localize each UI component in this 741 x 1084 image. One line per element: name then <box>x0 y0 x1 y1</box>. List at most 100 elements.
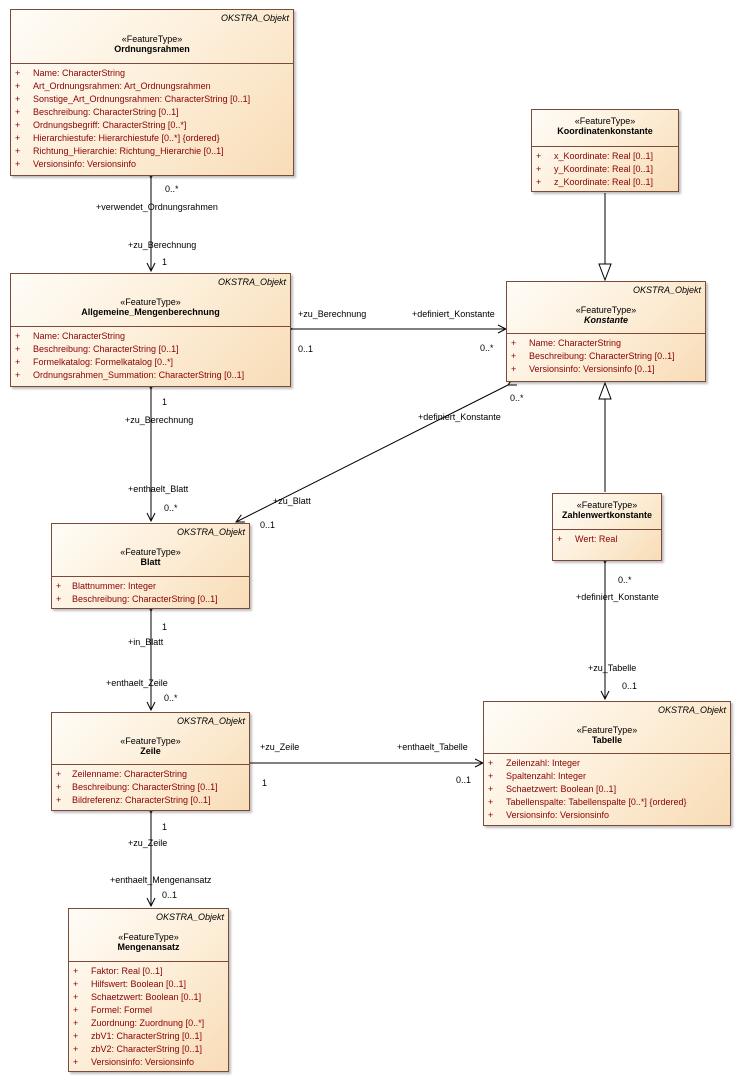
attribute: +Formelkatalog: Formelkatalog [0..*] <box>15 357 174 367</box>
role-label: +enthaelt_Mengenansatz <box>110 875 212 885</box>
attribute: +Ordnungsbegriff: CharacterString [0..*] <box>15 120 187 130</box>
attribute: +Zuordnung: Zuordnung [0..*] <box>73 1018 205 1028</box>
attribute-list: +Name: CharacterString +Beschreibung: Ch… <box>507 334 705 376</box>
multiplicity-label: 0..* <box>165 184 179 194</box>
attribute-list: +Name: CharacterString +Art_Ordnungsrahm… <box>11 64 293 171</box>
attribute: +Beschreibung: CharacterString [0..1] <box>15 107 179 117</box>
attribute: +Faktor: Real [0..1] <box>73 966 163 976</box>
multiplicity-label: 0..* <box>164 693 178 703</box>
attribute: +zbV2: CharacterString [0..1] <box>73 1044 203 1054</box>
role-label: +zu_Zeile <box>260 742 300 752</box>
attribute: +Beschreibung: CharacterString [0..1] <box>56 782 218 792</box>
stereotype-label: «FeatureType» <box>574 116 636 126</box>
stereotype-label: «FeatureType» <box>120 736 181 746</box>
attribute: +Hilfswert: Boolean [0..1] <box>73 979 187 989</box>
package-label: OKSTRA_Objekt <box>220 13 289 23</box>
attribute-list: +Wert: Real <box>553 530 661 546</box>
attribute-list: +Zeilenzahl: Integer +Spaltenzahl: Integ… <box>484 754 730 822</box>
role-label: +definiert_Konstante <box>418 412 501 422</box>
attribute-list: +Faktor: Real [0..1] +Hilfswert: Boolean… <box>69 962 228 1069</box>
package-label: OKSTRA_Objekt <box>176 527 245 537</box>
package-label: OKSTRA_Objekt <box>632 285 701 295</box>
class-zahlenwertkonstante[interactable]: «FeatureType» Zahlenwertkonstante +Wert:… <box>552 493 662 561</box>
attribute: +Name: CharacterString <box>511 338 622 348</box>
stereotype-label: «FeatureType» <box>120 547 181 557</box>
attribute: +Sonstige_Art_Ordnungsrahmen: CharacterS… <box>15 94 251 104</box>
stereotype-label: «FeatureType» <box>575 305 637 315</box>
class-name: Koordinatenkonstante <box>557 126 653 136</box>
class-name: Mengenansatz <box>117 942 180 952</box>
multiplicity-label: 1 <box>262 778 268 788</box>
multiplicity-label: 0..* <box>164 503 178 513</box>
role-label: +zu_Blatt <box>273 496 311 506</box>
stereotype-label: «FeatureType» <box>576 500 638 510</box>
multiplicity-label: 1 <box>162 397 168 407</box>
attribute: +Name: CharacterString <box>15 68 126 78</box>
multiplicity-label: 1 <box>162 257 168 267</box>
class-zeile[interactable]: OKSTRA_Objekt «FeatureType» Zeile +Zeile… <box>51 712 250 811</box>
multiplicity-label: 0..1 <box>162 890 178 900</box>
stereotype-label: «FeatureType» <box>120 297 181 307</box>
multiplicity-label: 1 <box>162 622 168 632</box>
attribute: +Versionsinfo: Versionsinfo <box>73 1057 195 1067</box>
role-label: +zu_Berechnung <box>298 309 367 319</box>
generalization-arrowhead-a <box>598 263 612 282</box>
role-label: +definiert_Konstante <box>576 592 659 602</box>
class-name: Ordnungsrahmen <box>114 44 190 54</box>
multiplicity-label: 0..1 <box>622 681 638 691</box>
class-konstante[interactable]: OKSTRA_Objekt «FeatureType» Konstante +N… <box>506 281 706 382</box>
multiplicity-label: 0..1 <box>298 344 314 354</box>
generalization-arrowhead-b <box>598 381 612 400</box>
attribute: +Bildreferenz: CharacterString [0..1] <box>56 795 211 805</box>
class-koordinatenkonstante[interactable]: «FeatureType» Koordinatenkonstante +x_Ko… <box>531 109 679 192</box>
multiplicity-label: 1 <box>162 822 168 832</box>
package-label: OKSTRA_Objekt <box>176 716 245 726</box>
class-mengenansatz[interactable]: OKSTRA_Objekt «FeatureType» Mengenansatz… <box>68 908 229 1072</box>
role-label: +enthaelt_Zeile <box>106 678 168 688</box>
attribute: +Hierarchiestufe: Hierarchiestufe [0..*]… <box>15 133 220 143</box>
attribute: +Beschreibung: CharacterString [0..1] <box>56 594 218 604</box>
attribute: +Versionsinfo: Versionsinfo <box>488 810 610 820</box>
attribute: +Beschreibung: CharacterString [0..1] <box>15 344 179 354</box>
multiplicity-label: 0..* <box>480 343 494 353</box>
class-name: Allgemeine_Mengenberechnung <box>81 307 220 317</box>
role-label: +enthaelt_Blatt <box>128 484 189 494</box>
class-name: Tabelle <box>591 735 623 745</box>
class-allgemeine-mengenberechnung[interactable]: OKSTRA_Objekt «FeatureType» Allgemeine_M… <box>10 273 291 387</box>
attribute: +y_Koordinate: Real [0..1] <box>536 164 654 174</box>
attribute: +Blattnummer: Integer <box>56 581 157 591</box>
multiplicity-label: 0..1 <box>260 520 276 530</box>
attribute: +Versionsinfo: Versionsinfo [0..1] <box>511 364 655 374</box>
role-label: +zu_Zeile <box>128 838 168 848</box>
attribute: +z_Koordinate: Real [0..1] <box>536 177 654 187</box>
attribute-list: +Blattnummer: Integer +Beschreibung: Cha… <box>52 577 249 606</box>
package-label: OKSTRA_Objekt <box>217 277 286 287</box>
attribute: +Versionsinfo: Versionsinfo <box>15 159 137 169</box>
attribute: +Wert: Real <box>557 534 618 544</box>
association-konstante-blatt <box>236 385 508 522</box>
attribute: +zbV1: CharacterString [0..1] <box>73 1031 203 1041</box>
attribute: +x_Koordinate: Real [0..1] <box>536 151 654 161</box>
class-name: Zeile <box>140 746 161 756</box>
class-name: Konstante <box>583 315 628 325</box>
attribute-list: +Name: CharacterString +Beschreibung: Ch… <box>11 327 290 382</box>
class-tabelle[interactable]: OKSTRA_Objekt «FeatureType» Tabelle +Zei… <box>483 701 731 826</box>
stereotype-label: «FeatureType» <box>121 34 183 44</box>
attribute-list: +x_Koordinate: Real [0..1] +y_Koordinate… <box>532 147 678 189</box>
role-label: +zu_Berechnung <box>128 240 197 250</box>
attribute: +Richtung_Hierarchie: Richtung_Hierarchi… <box>15 146 224 156</box>
attribute-list: +Zeilenname: CharacterString +Beschreibu… <box>52 765 249 807</box>
multiplicity-label: 0..* <box>510 393 524 403</box>
class-blatt[interactable]: OKSTRA_Objekt «FeatureType» Blatt +Blatt… <box>51 523 250 609</box>
class-name: Zahlenwertkonstante <box>561 510 653 520</box>
class-ordnungsrahmen[interactable]: OKSTRA_Objekt «FeatureType» Ordnungsrahm… <box>10 9 294 176</box>
package-label: OKSTRA_Objekt <box>657 705 726 715</box>
attribute: +Name: CharacterString <box>15 331 126 341</box>
attribute: +Zeilenname: CharacterString <box>56 769 188 779</box>
role-label: +enthaelt_Tabelle <box>397 742 468 752</box>
multiplicity-label: 0..1 <box>456 775 472 785</box>
stereotype-label: «FeatureType» <box>118 932 179 942</box>
attribute: +Beschreibung: CharacterString [0..1] <box>511 351 675 361</box>
role-label: +in_Blatt <box>128 637 164 647</box>
